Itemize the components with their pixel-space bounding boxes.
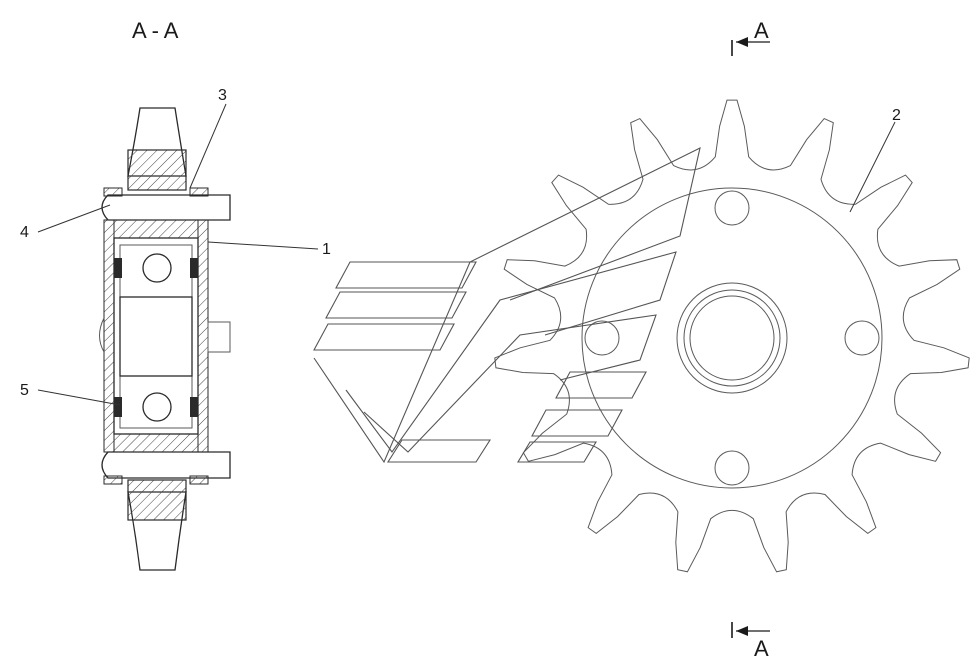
lower-washer — [189, 475, 209, 485]
leader-3 — [189, 103, 227, 189]
lower-hub-ring — [113, 433, 199, 453]
section-view: A - A — [20, 18, 331, 571]
logo-chevron-1 — [313, 146, 701, 464]
hub-ring — [683, 289, 781, 387]
left-flange-plate — [103, 219, 115, 453]
lower-tooth-hatch — [127, 479, 187, 521]
logo-bar-5 — [555, 371, 647, 399]
lower-seal-right — [190, 397, 198, 417]
logo-bar-2 — [325, 291, 467, 319]
cut-arrow-bottom-head — [736, 626, 748, 636]
label-5: 5 — [20, 382, 29, 399]
logo-bar-6 — [531, 409, 623, 437]
logo-bar-1 — [335, 261, 477, 289]
leader-1 — [207, 241, 319, 250]
bearing-outline — [113, 237, 199, 435]
bolt-hole-bottom — [714, 450, 750, 486]
cut-mark-top: A — [754, 18, 769, 43]
label-3: 3 — [218, 87, 227, 104]
leader-2 — [849, 121, 896, 213]
logo-bar-3 — [313, 323, 455, 351]
lower-ball — [142, 392, 172, 422]
logo-bar-7 — [517, 441, 597, 463]
logo-bar-4 — [386, 439, 492, 463]
upper-washer-3 — [189, 187, 209, 197]
upper-seal-right — [190, 258, 198, 278]
leader-5 — [37, 389, 121, 406]
bolt-circle — [581, 187, 883, 489]
logo-chevron-2 — [345, 251, 677, 453]
bolt-hole-top — [714, 190, 750, 226]
bearing-lower-race — [119, 375, 193, 429]
shaft-left-stub — [99, 317, 105, 353]
leader-4 — [37, 204, 111, 233]
bearing-bore — [119, 296, 193, 377]
sprocket-outline — [494, 99, 970, 573]
section-title: A - A — [132, 18, 179, 43]
logo-chevron-3 — [363, 314, 657, 453]
right-flange-plate — [197, 219, 209, 453]
label-4: 4 — [20, 224, 29, 241]
shaft-right-stub — [207, 321, 231, 353]
upper-bolt — [101, 194, 231, 221]
label-1: 1 — [322, 241, 331, 258]
upper-hub-ring — [113, 219, 199, 239]
watermark-logo — [313, 146, 701, 464]
upper-ball — [142, 253, 172, 283]
upper-tooth-hatch — [127, 149, 187, 191]
cut-mark-bottom: A — [754, 636, 769, 661]
cut-arrow-top-head — [736, 37, 748, 47]
hub-outer — [676, 282, 788, 394]
bearing-upper-race — [119, 244, 193, 298]
upper-bolt-head-ring — [103, 187, 123, 197]
lower-seal-left — [114, 397, 122, 417]
front-view: 2 A A — [494, 18, 970, 661]
bolt-hole-right — [844, 320, 880, 356]
upper-seal-left — [114, 258, 122, 278]
lower-bolt — [101, 451, 231, 479]
bolt-hole-left — [584, 320, 620, 356]
hub-bore — [689, 295, 775, 381]
label-2: 2 — [892, 107, 901, 124]
lower-bolt-head-ring — [103, 475, 123, 485]
